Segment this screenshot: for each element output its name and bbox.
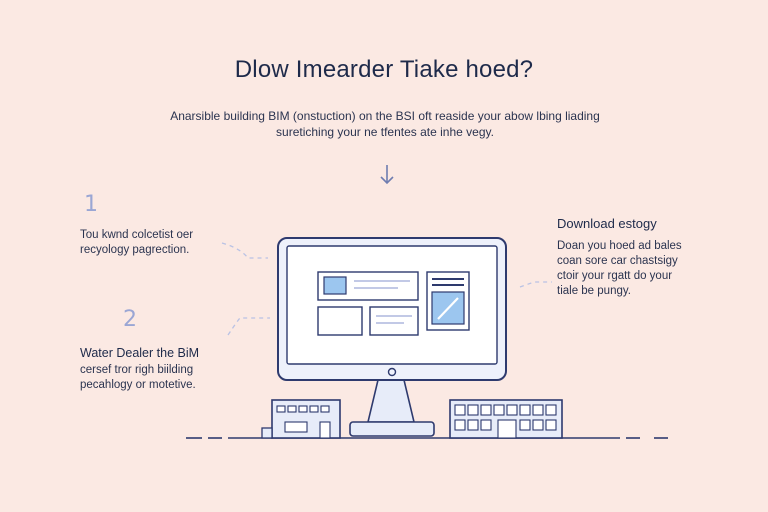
step-2-line: pecahlogy or motetive. [80,379,196,391]
download-line: tiale be pungy. [557,285,631,297]
download-line: ctoir your rgatt do your [557,270,673,282]
content-card-text [369,306,419,336]
screen-content [317,271,470,336]
step-1-number: 1 [84,192,98,217]
content-card-blank [317,306,363,336]
connector-line-right [519,281,552,288]
step-2-heading: Water Dealer the BiM [80,346,200,360]
step-1-line: Tou kwnd colcetist oer [80,229,194,241]
download-info-block: Download estogy Doan you hoed ad bales c… [557,216,707,299]
connector-line-step-2 [227,317,270,336]
step-1-line: recyology pagrection. [80,244,190,256]
step-2-text: Water Dealer the BiM cersef tror righ bi… [80,346,250,393]
connector-line-step-1 [221,242,268,259]
power-button [387,367,397,377]
building-left [261,399,341,439]
download-heading: Download estogy [557,216,657,231]
subtitle-line: Anarsible building BIM (onstuction) on t… [170,109,600,123]
step-2-line: cersef tror righ biilding [80,364,194,376]
download-text: Doan you hoed ad bales coan sore car cha… [557,239,707,299]
page-subtitle: Anarsible building BIM (onstuction) on t… [150,108,620,140]
monitor-stand [349,379,435,437]
building-right [449,399,563,439]
thumbnail [323,276,347,295]
download-line: Doan you hoed ad bales [557,240,682,252]
download-line: coan sore car chastsigy [557,255,678,267]
step-2-number: 2 [123,307,137,332]
arrow-down-icon [380,165,394,185]
step-1-text: Tou kwnd colcetist oer recyology pagrect… [80,228,240,258]
page-title: Dlow Imearder Tiake hoed? [234,56,534,83]
subtitle-line: suretiching your ne tfentes ate inhe veg… [276,125,494,139]
